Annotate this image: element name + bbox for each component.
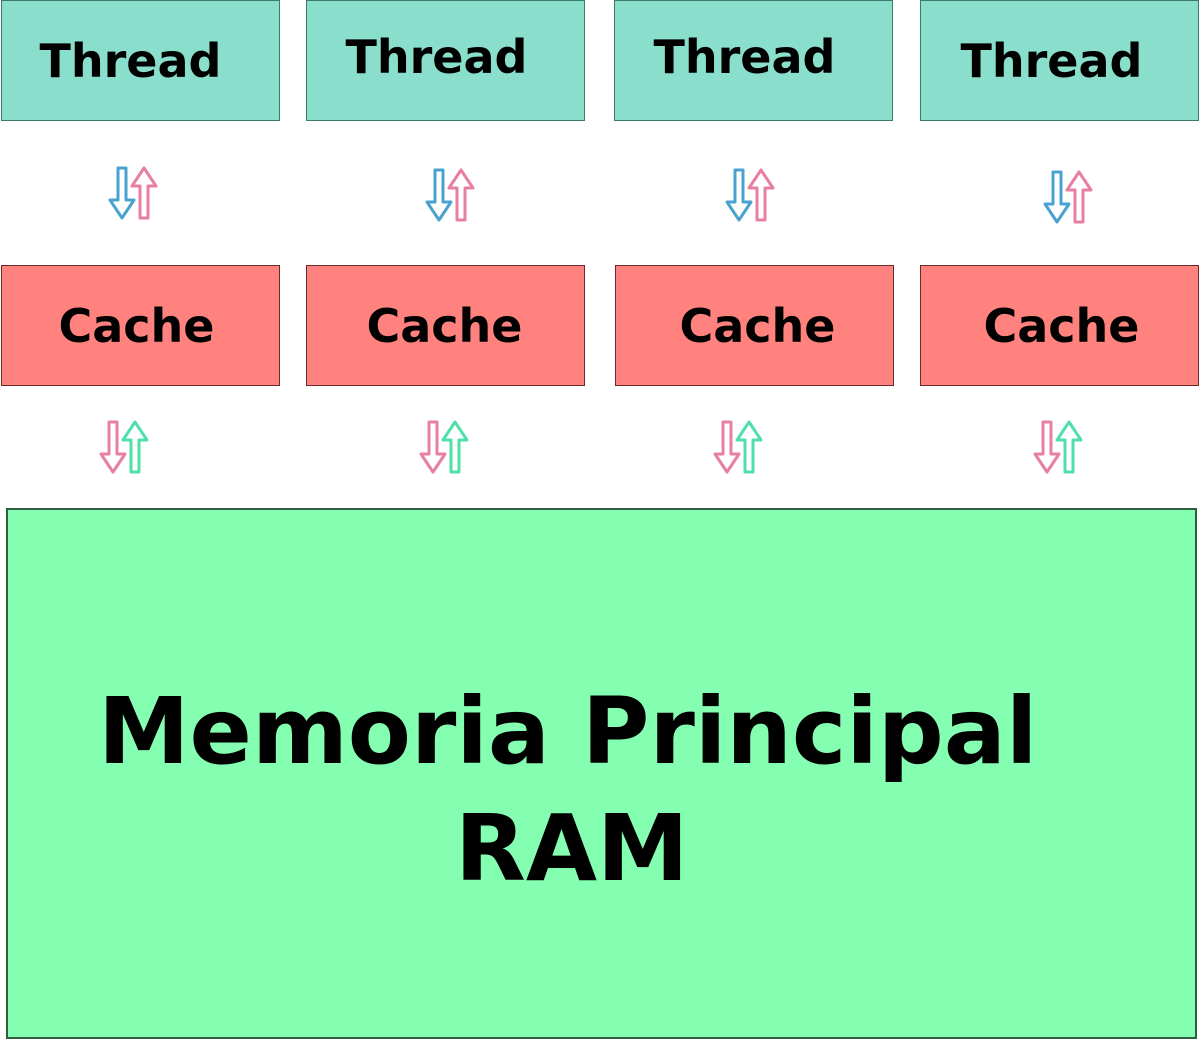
cache-box-3: Cache [615,265,894,386]
up-arrow-icon [735,420,763,474]
cache-label: Cache [679,298,836,353]
thread-label: Thread [39,33,222,88]
down-arrow-icon [1043,170,1071,224]
down-arrow-icon [713,420,741,474]
cache-ram-arrows-3 [713,420,763,474]
thread-box-2: Thread [306,0,585,121]
down-arrow-icon [99,420,127,474]
cache-label: Cache [983,298,1140,353]
thread-cache-arrows-1 [108,166,158,220]
thread-cache-arrows-3 [725,168,775,222]
down-arrow-icon [1033,420,1061,474]
cache-ram-arrows-1 [99,420,149,474]
up-arrow-icon [1065,170,1093,224]
thread-label: Thread [960,33,1143,88]
up-arrow-icon [1055,420,1083,474]
thread-label: Thread [345,29,528,84]
up-arrow-icon [747,168,775,222]
up-arrow-icon [441,420,469,474]
thread-box-3: Thread [614,0,893,121]
thread-box-1: Thread [1,0,280,121]
cache-box-1: Cache [1,265,280,386]
cache-box-2: Cache [306,265,585,386]
down-arrow-icon [425,168,453,222]
down-arrow-icon [419,420,447,474]
main-memory-title: Memoria Principal [98,678,1038,785]
main-memory-box: Memoria Principal RAM [6,508,1197,1039]
cache-label: Cache [58,298,215,353]
down-arrow-icon [108,166,136,220]
up-arrow-icon [121,420,149,474]
main-memory-subtitle: RAM [455,795,689,902]
cache-ram-arrows-2 [419,420,469,474]
down-arrow-icon [725,168,753,222]
up-arrow-icon [447,168,475,222]
up-arrow-icon [130,166,158,220]
thread-cache-arrows-2 [425,168,475,222]
thread-box-4: Thread [920,0,1199,121]
thread-label: Thread [653,29,836,84]
cache-box-4: Cache [920,265,1199,386]
cache-ram-arrows-4 [1033,420,1083,474]
thread-cache-arrows-4 [1043,170,1093,224]
cache-label: Cache [366,298,523,353]
